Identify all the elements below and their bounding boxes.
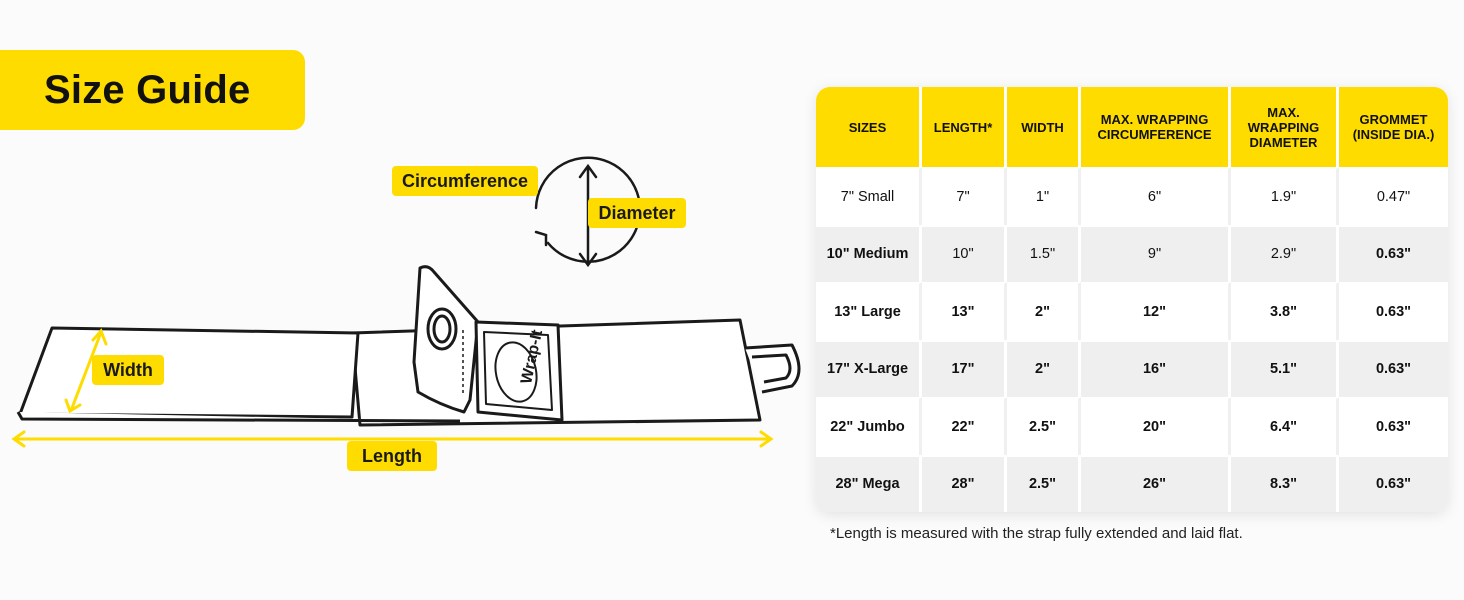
cell-size: 10" Medium [816,224,922,282]
cell-length: 28" [922,454,1007,512]
strap-drawing [16,265,801,427]
width-label: Width [92,355,164,385]
cell-width: 2" [1007,282,1081,340]
length-arrow [11,430,774,448]
size-table-card: SIZES LENGTH* WIDTH MAX. WRAPPING CIRCUM… [816,87,1448,512]
width-arrow [64,328,108,414]
cell-width: 2.5" [1007,454,1081,512]
table-row: 22" Jumbo 22" 2.5" 20" 6.4" 0.63" [816,397,1448,455]
cell-diameter: 2.9" [1231,224,1339,282]
table-row: 17" X-Large 17" 2" 16" 5.1" 0.63" [816,339,1448,397]
cell-diameter: 1.9" [1231,167,1339,225]
cell-diameter: 6.4" [1231,397,1339,455]
cell-diameter: 8.3" [1231,454,1339,512]
cell-grommet: 0.63" [1339,224,1448,282]
cell-length: 10" [922,224,1007,282]
footnote: *Length is measured with the strap fully… [830,525,1243,542]
cell-diameter: 3.8" [1231,282,1339,340]
cell-size: 28" Mega [816,454,922,512]
cell-length: 17" [922,339,1007,397]
title-banner: Size Guide [0,50,305,130]
header-width: WIDTH [1007,87,1081,167]
cell-length: 13" [922,282,1007,340]
cell-size: 7" Small [816,167,922,225]
size-table: SIZES LENGTH* WIDTH MAX. WRAPPING CIRCUM… [816,87,1448,512]
header-max-circumference: MAX. WRAPPING CIRCUMFERENCE [1081,87,1231,167]
cell-width: 2" [1007,339,1081,397]
cell-length: 22" [922,397,1007,455]
cell-grommet: 0.63" [1339,454,1448,512]
cell-size: 17" X-Large [816,339,922,397]
cell-grommet: 0.63" [1339,339,1448,397]
cell-circumference: 26" [1081,454,1231,512]
length-label: Length [347,441,437,471]
header-max-diameter: MAX. WRAPPING DIAMETER [1231,87,1339,167]
table-row: 13" Large 13" 2" 12" 3.8" 0.63" [816,282,1448,340]
header-grommet: GROMMET (INSIDE DIA.) [1339,87,1448,167]
circumference-label: Circumference [392,166,538,196]
strap-illustration: Wrap-It [11,156,801,448]
cell-width: 2.5" [1007,397,1081,455]
cell-length: 7" [922,167,1007,225]
cell-circumference: 16" [1081,339,1231,397]
header-sizes: SIZES [816,87,922,167]
cell-size: 22" Jumbo [816,397,922,455]
cell-circumference: 9" [1081,224,1231,282]
table-row: 28" Mega 28" 2.5" 26" 8.3" 0.63" [816,454,1448,512]
page-title: Size Guide [44,67,251,112]
cell-circumference: 6" [1081,167,1231,225]
cell-size: 13" Large [816,282,922,340]
cell-grommet: 0.47" [1339,167,1448,225]
cell-diameter: 5.1" [1231,339,1339,397]
table-row: 10" Medium 10" 1.5" 9" 2.9" 0.63" [816,224,1448,282]
cell-circumference: 12" [1081,282,1231,340]
cell-width: 1" [1007,167,1081,225]
table-row: 7" Small 7" 1" 6" 1.9" 0.47" [816,167,1448,225]
cell-grommet: 0.63" [1339,282,1448,340]
cell-circumference: 20" [1081,397,1231,455]
cell-grommet: 0.63" [1339,397,1448,455]
header-length: LENGTH* [922,87,1007,167]
cell-width: 1.5" [1007,224,1081,282]
diameter-label: Diameter [588,198,686,228]
table-header-row: SIZES LENGTH* WIDTH MAX. WRAPPING CIRCUM… [816,87,1448,167]
